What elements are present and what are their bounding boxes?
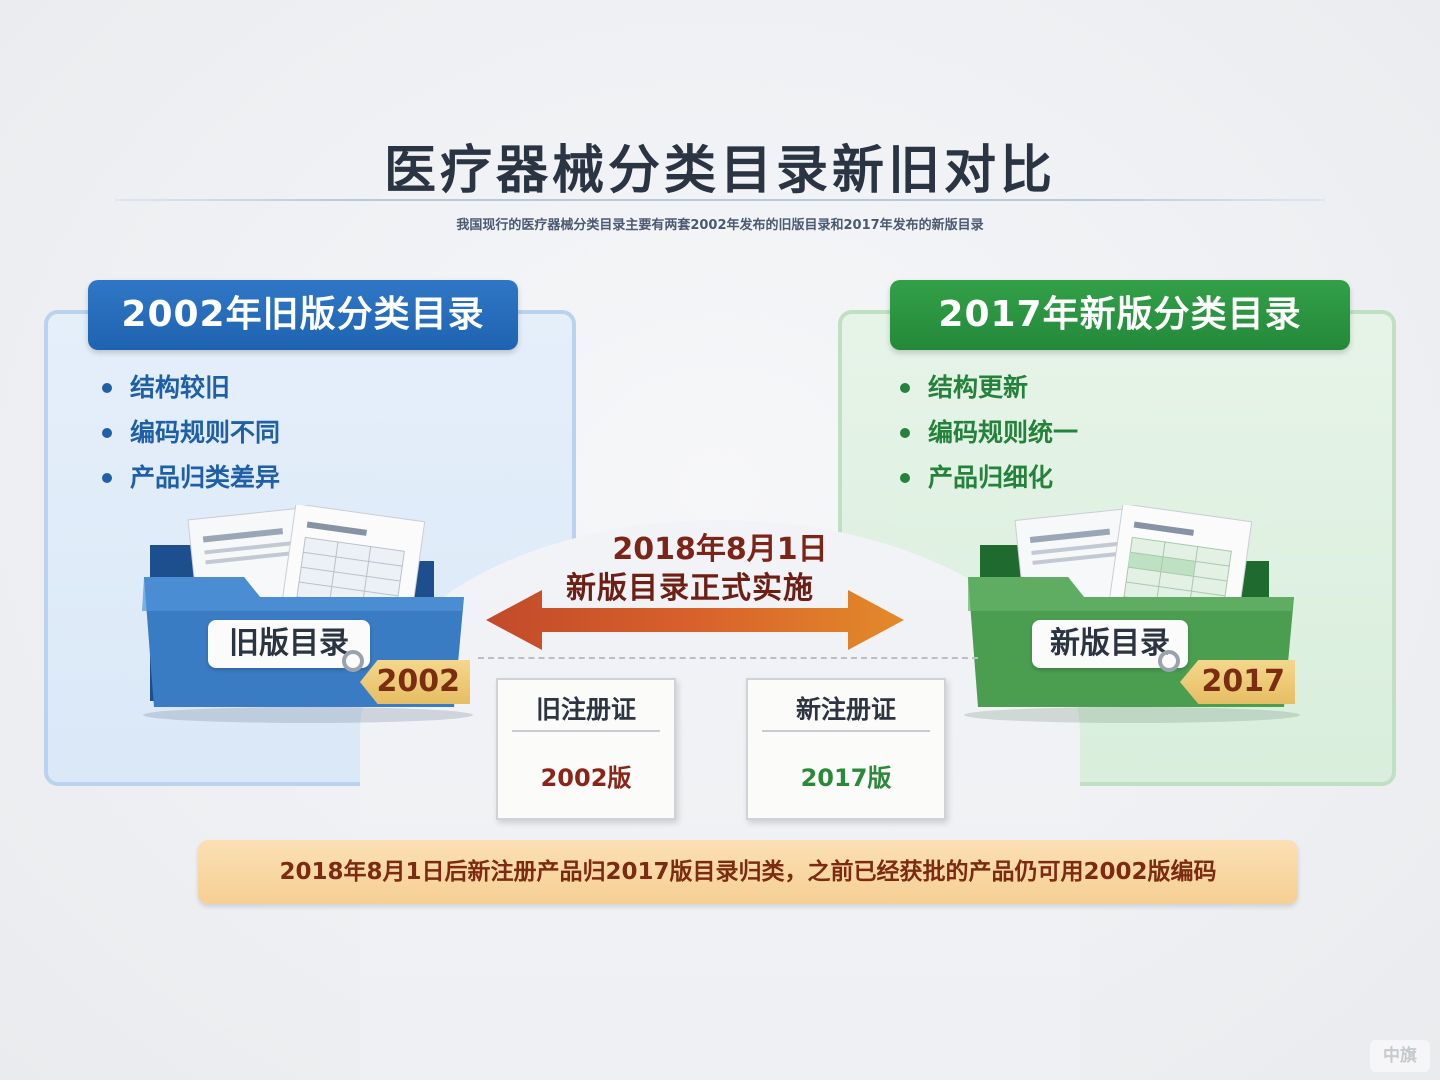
watermark: 中旗 [1370,1040,1430,1072]
dashed-connector [478,657,978,659]
old-bullet-item: 结构较旧 [102,370,280,415]
new-catalog-bullets: 结构更新 编码规则统一 产品归细化 [900,370,1078,505]
page-subtitle: 我国现行的医疗器械分类目录主要有两套2002年发布的旧版目录和2017年发布的新… [456,218,984,233]
implementation-date: 2018年8月1日 [612,532,828,567]
title-divider [115,199,1325,201]
old-catalog-bullets: 结构较旧 编码规则不同 产品归类差异 [102,370,280,505]
implementation-text: 新版目录正式实施 [566,571,814,606]
new-bullet-item: 结构更新 [900,370,1078,415]
page-title: 医疗器械分类目录新旧对比 [383,141,1056,201]
tag-ring-icon [342,650,364,672]
card-divider [762,730,930,732]
old-certificate-version: 2002版 [540,764,632,792]
card-divider [512,730,660,732]
tag-ring-icon [1158,650,1180,672]
transition-note-banner: 2018年8月1日后新注册产品归2017版目录归类，之前已经获批的产品仍可用20… [198,840,1298,904]
new-certificate-card: 新注册证 2017版 [746,678,946,820]
old-certificate-card: 旧注册证 2002版 [496,678,676,820]
new-folder-label: 新版目录 [1032,620,1188,668]
new-catalog-header: 2017年新版分类目录 [890,280,1350,350]
new-certificate-version: 2017版 [800,764,892,792]
double-arrow-icon [484,588,906,652]
old-bullet-item: 产品归类差异 [102,460,280,505]
old-year-tag: 2002 [360,660,470,704]
new-year-tag: 2017 [1180,660,1295,704]
old-catalog-header: 2002年旧版分类目录 [88,280,518,350]
new-certificate-title: 新注册证 [795,695,896,724]
new-bullet-item: 编码规则统一 [900,415,1078,460]
old-bullet-item: 编码规则不同 [102,415,280,460]
new-bullet-item: 产品归细化 [900,460,1078,505]
old-certificate-title: 旧注册证 [535,695,636,724]
